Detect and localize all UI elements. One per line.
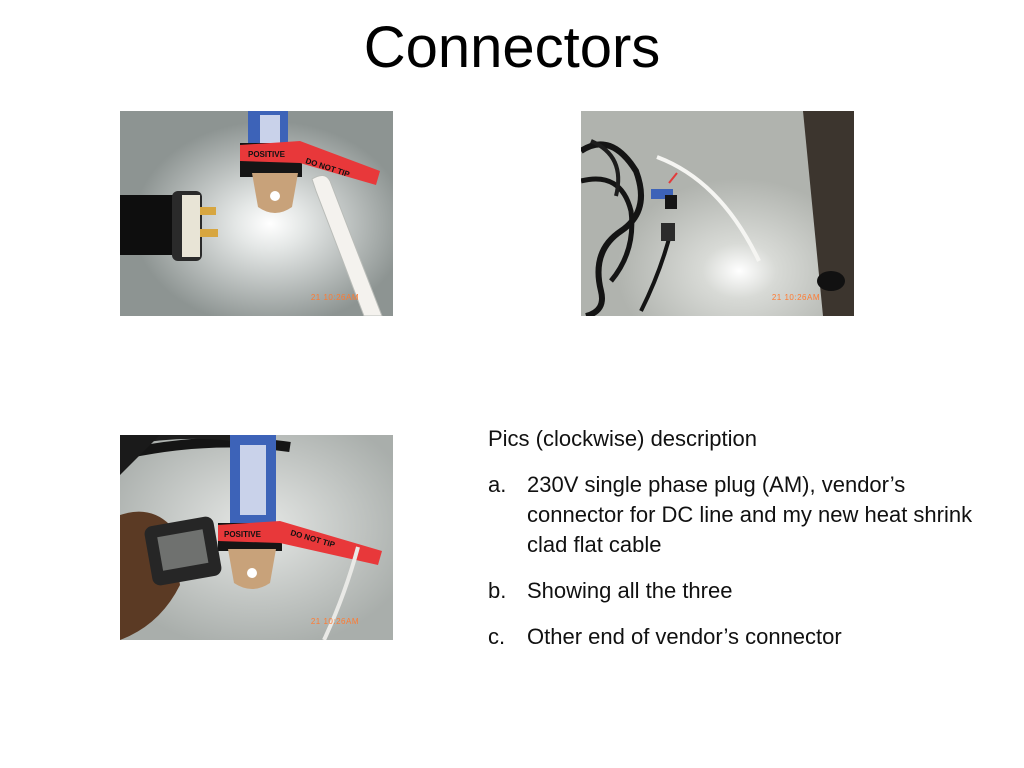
vendor-connector-other-end-photo: POSITIVE DO NOT TIP 21 10:26AM: [120, 435, 393, 640]
list-marker: c.: [488, 624, 506, 649]
photo-b-image: [581, 111, 854, 316]
description-heading: Pics (clockwise) description: [488, 426, 757, 451]
positive-label: POSITIVE: [248, 150, 286, 159]
photo-a-image: POSITIVE DO NOT TIP: [120, 111, 393, 316]
photo-a-timestamp: 21 10:26AM: [310, 293, 359, 302]
slide-title: Connectors: [363, 15, 661, 80]
description-block: Pics (clockwise) description a. 230V sin…: [488, 424, 988, 668]
photo-b-timestamp: 21 10:26AM: [771, 293, 820, 302]
photo-c-timestamp: 21 10:26AM: [310, 617, 359, 626]
photo-c-image: POSITIVE DO NOT TIP: [120, 435, 393, 640]
list-item: a. 230V single phase plug (AM), vendor’s…: [488, 470, 988, 560]
list-item-text: Showing all the three: [527, 578, 733, 603]
list-item: c. Other end of vendor’s connector: [488, 622, 988, 652]
plug-and-connector-photo: POSITIVE DO NOT TIP 21 10:26AM: [120, 111, 393, 316]
list-item: b. Showing all the three: [488, 576, 988, 606]
list-item-text: 230V single phase plug (AM), vendor’s co…: [527, 472, 973, 557]
list-item-text: Other end of vendor’s connector: [527, 624, 842, 649]
description-list: a. 230V single phase plug (AM), vendor’s…: [488, 470, 988, 652]
list-marker: b.: [488, 578, 507, 603]
positive-label: POSITIVE: [224, 530, 262, 539]
list-marker: a.: [488, 472, 507, 497]
all-three-photo: 21 10:26AM: [581, 111, 854, 316]
